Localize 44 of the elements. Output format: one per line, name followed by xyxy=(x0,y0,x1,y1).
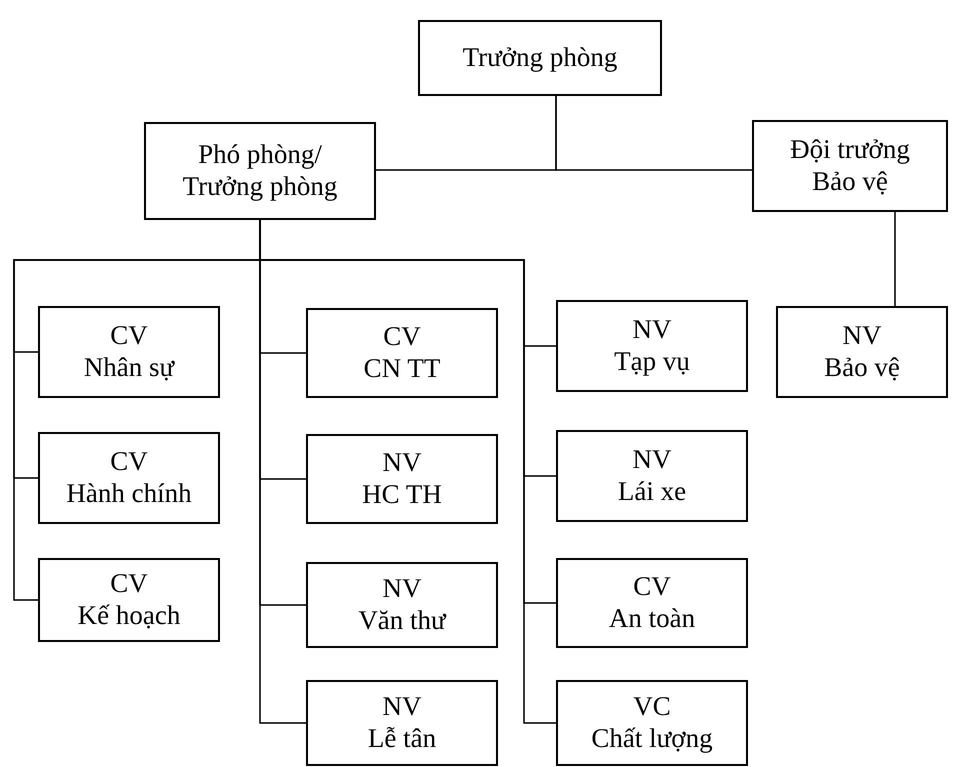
org-box xyxy=(38,432,220,524)
position-title: Lái xe xyxy=(618,476,686,508)
position-title: VC xyxy=(633,691,671,723)
position-title: CN TT xyxy=(364,353,440,385)
position-title: NV xyxy=(382,447,422,479)
org-box xyxy=(556,430,748,522)
position-title: CV xyxy=(633,571,671,603)
org-box xyxy=(38,558,220,642)
position-title: CV xyxy=(110,446,148,478)
position-title: NV xyxy=(382,691,422,723)
connector-line xyxy=(894,212,896,306)
position-title: Trưởng phòng xyxy=(462,42,618,74)
position-title: Tạp vụ xyxy=(614,346,690,378)
org-box xyxy=(306,308,498,398)
position-title: Văn thư xyxy=(358,605,446,637)
position-title: NV xyxy=(382,573,422,605)
position-title: CV xyxy=(110,568,148,600)
connector-line xyxy=(555,96,752,171)
org-box xyxy=(776,306,948,398)
position-title: Kế hoạch xyxy=(78,600,180,632)
org-box xyxy=(556,300,748,392)
position-title: CV xyxy=(110,320,148,352)
org-box xyxy=(306,680,498,766)
position-title: Đội trưởng Bảo vệ xyxy=(789,134,911,198)
position-title: NV xyxy=(632,314,672,346)
position-title: Hành chính xyxy=(66,478,192,510)
org-box xyxy=(556,680,748,766)
position-title: Bảo vệ xyxy=(824,352,900,384)
position-title: An toàn xyxy=(608,603,696,635)
org-box xyxy=(306,562,498,648)
position-title: Nhân sự xyxy=(84,352,174,384)
position-title: Chất lượng xyxy=(591,723,713,755)
org-box xyxy=(418,20,662,96)
position-title: CV xyxy=(383,321,421,353)
org-box xyxy=(38,306,220,398)
org-box xyxy=(144,122,376,220)
org-box xyxy=(752,120,948,212)
org-box xyxy=(556,558,748,648)
position-title: NV xyxy=(842,320,882,352)
org-box xyxy=(306,434,498,524)
position-title: Phó phòng/ Trưởng phòng xyxy=(182,139,338,203)
position-title: HC TH xyxy=(362,479,442,511)
position-title: NV xyxy=(632,444,672,476)
position-title: Lễ tân xyxy=(368,723,436,755)
